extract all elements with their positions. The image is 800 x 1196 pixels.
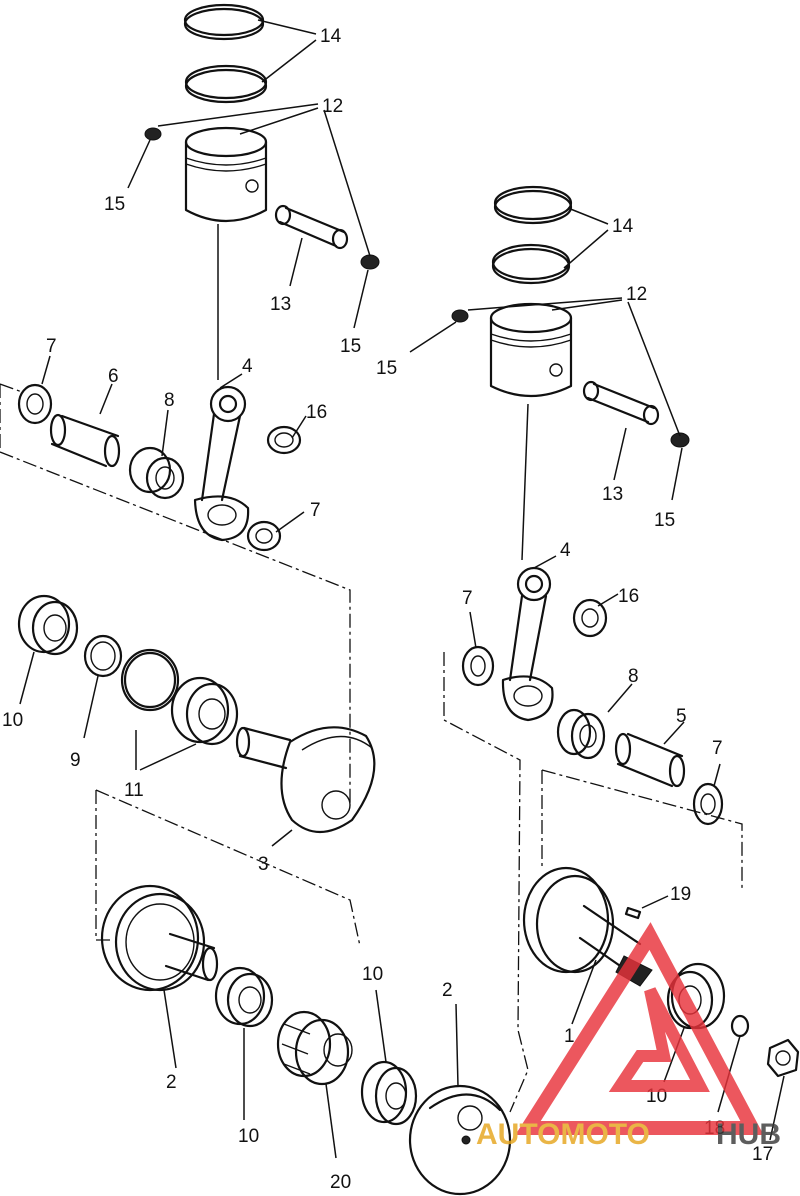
right-circlips (451, 309, 690, 448)
left-wrist-pin (274, 204, 349, 250)
assembly-guide-lines (0, 383, 743, 1113)
label-1: 1 (564, 1026, 575, 1047)
label-13-right: 13 (602, 484, 623, 505)
left-small-end-bearing (266, 425, 302, 455)
label-9: 9 (70, 750, 81, 771)
label-10-bottom: 10 (238, 1126, 259, 1147)
part-number-labels: 14 12 15 13 15 7 6 4 8 16 7 14 12 15 13 … (2, 26, 773, 1193)
label-2-right: 2 (442, 980, 453, 1001)
left-crank-pin (49, 413, 121, 468)
label-14-right: 14 (612, 216, 634, 237)
label-8-right: 8 (628, 666, 639, 687)
label-6: 6 (108, 366, 119, 387)
label-4-right: 4 (560, 540, 571, 561)
label-15-left-a: 15 (104, 194, 125, 215)
watermark-text-automoto: AUTOMOTO (476, 1118, 650, 1151)
center-right-bearing (360, 1060, 418, 1126)
watermark-text-hub: HUB (716, 1118, 781, 1151)
right-wrist-pin (582, 380, 660, 426)
center-main-bearing (214, 966, 274, 1028)
watermark-inner-mark (608, 987, 710, 1092)
right-washer (730, 1014, 750, 1038)
label-14-left: 14 (320, 26, 342, 47)
label-5: 5 (676, 706, 687, 727)
label-20: 20 (330, 1172, 351, 1193)
label-11: 11 (124, 780, 144, 801)
right-crank-flywheel (408, 1084, 512, 1196)
label-7-right-b: 7 (712, 738, 723, 759)
left-main-bearings (17, 594, 239, 746)
label-15-right-a: 15 (376, 358, 397, 379)
label-12-left: 12 (322, 96, 343, 117)
right-connecting-rod (501, 566, 554, 722)
right-small-end-bearing (572, 598, 608, 638)
label-19: 19 (670, 884, 691, 905)
left-needle-bearing (128, 446, 185, 500)
label-3: 3 (258, 854, 269, 875)
left-connecting-rod (193, 385, 250, 542)
watermark-logo: AUTOMOTO HUB (476, 922, 781, 1151)
right-needle-bearing (556, 708, 606, 760)
label-17: 17 (752, 1144, 773, 1165)
label-8-left: 8 (164, 390, 175, 411)
label-16-left: 16 (306, 402, 327, 423)
right-piston-rings (491, 185, 573, 285)
center-seal-assembly (276, 1010, 353, 1086)
right-thrust-washers (461, 645, 724, 826)
label-16-right: 16 (618, 586, 639, 607)
label-7-mid-left: 7 (310, 500, 321, 521)
left-piston (184, 126, 268, 223)
left-crank-half (235, 726, 376, 833)
left-piston-rings (183, 3, 268, 104)
right-nut (766, 1038, 800, 1078)
label-15-right-b: 15 (654, 510, 675, 531)
label-7-right-a: 7 (462, 588, 473, 609)
label-10-center: 10 (362, 964, 383, 985)
right-piston (489, 302, 573, 398)
label-2-left: 2 (166, 1072, 177, 1093)
left-thrust-washers (17, 383, 282, 552)
label-13-left: 13 (270, 294, 291, 315)
label-4-left: 4 (242, 356, 253, 377)
left-crank-flywheel (100, 884, 219, 992)
right-crank-pin (614, 732, 686, 788)
label-12-right: 12 (626, 284, 647, 305)
label-7-top-left: 7 (46, 336, 57, 357)
right-key (624, 906, 642, 920)
label-10-left: 10 (2, 710, 23, 731)
watermark-triangle (515, 922, 764, 1135)
left-circlips (144, 127, 380, 270)
label-15-left-b: 15 (340, 336, 361, 357)
